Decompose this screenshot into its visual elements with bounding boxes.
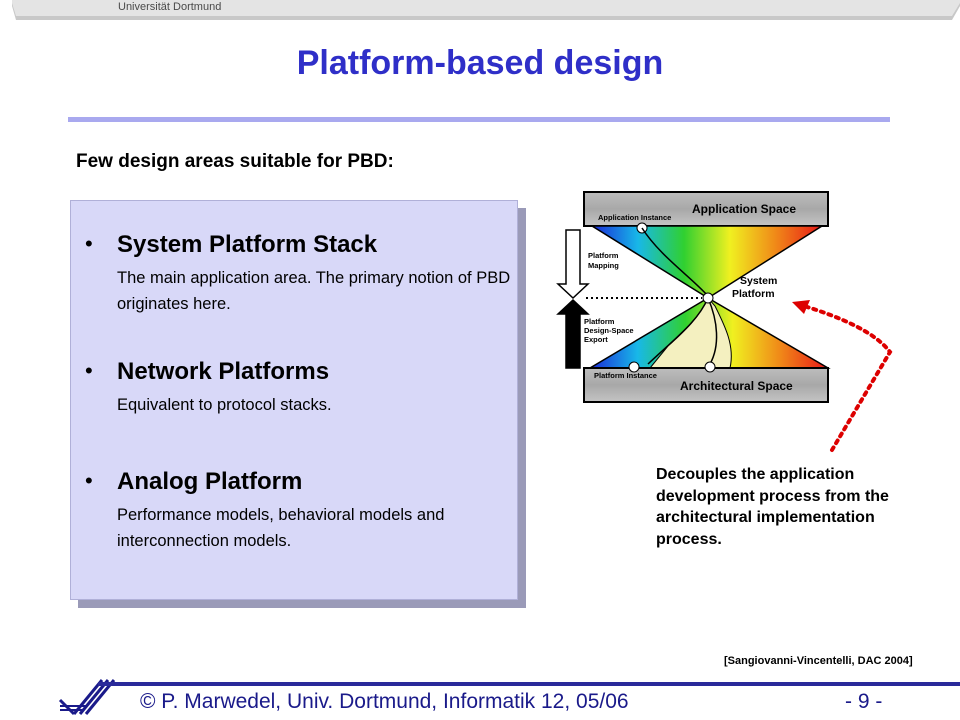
item-description: Performance models, behavioral models an… (117, 506, 445, 550)
export-label: Platform (584, 317, 615, 326)
footer-copyright: © P. Marwedel, Univ. Dortmund, Informati… (140, 690, 629, 713)
page-title: Platform-based design (296, 44, 664, 82)
bullet: • (85, 231, 93, 256)
application-space-label: Application Space (692, 202, 796, 216)
platform-mapping-label: Platform (588, 251, 619, 260)
footer-divider (98, 682, 960, 686)
system-platform-label: System (740, 275, 777, 287)
university-label: Universität Dortmund (118, 1, 222, 13)
export-label: Design-Space (584, 326, 634, 335)
item-description: The main application area. The primary n… (117, 269, 511, 313)
content-box: • System Platform Stack The main applica… (70, 200, 518, 600)
citation: [Sangiovanni-Vincentelli, DAC 2004] (724, 655, 913, 667)
export-label: Export (584, 335, 608, 344)
system-platform-label: Platform (732, 288, 775, 300)
design-space-export-arrow (556, 298, 590, 369)
item-title: Network Platforms (117, 358, 330, 385)
header-bar (12, 0, 960, 20)
pointer-arrow (792, 300, 893, 452)
architectural-space-slab (583, 367, 829, 403)
annotation-note: Decouples the application development pr… (656, 466, 889, 548)
architectural-space-label: Architectural Space (680, 379, 793, 393)
bullet: • (85, 468, 93, 493)
platform-mapping-label: Mapping (588, 261, 619, 270)
item-description: Equivalent to protocol stacks. (117, 396, 332, 414)
item-title: System Platform Stack (117, 231, 378, 258)
application-instance-label: Application Instance (598, 213, 671, 222)
platform-hourglass-diagram: Application Space Application Instance P… (556, 191, 831, 403)
platform-instance-label: Platform Instance (594, 371, 657, 380)
slide-subtitle: Few design areas suitable for PBD: (76, 151, 394, 172)
platform-mapping-arrow (556, 229, 590, 300)
bullet: • (85, 358, 93, 383)
upper-funnel (589, 225, 825, 299)
title-divider (68, 117, 890, 122)
item-title: Analog Platform (117, 468, 303, 495)
page-number: - 9 - (845, 690, 883, 713)
